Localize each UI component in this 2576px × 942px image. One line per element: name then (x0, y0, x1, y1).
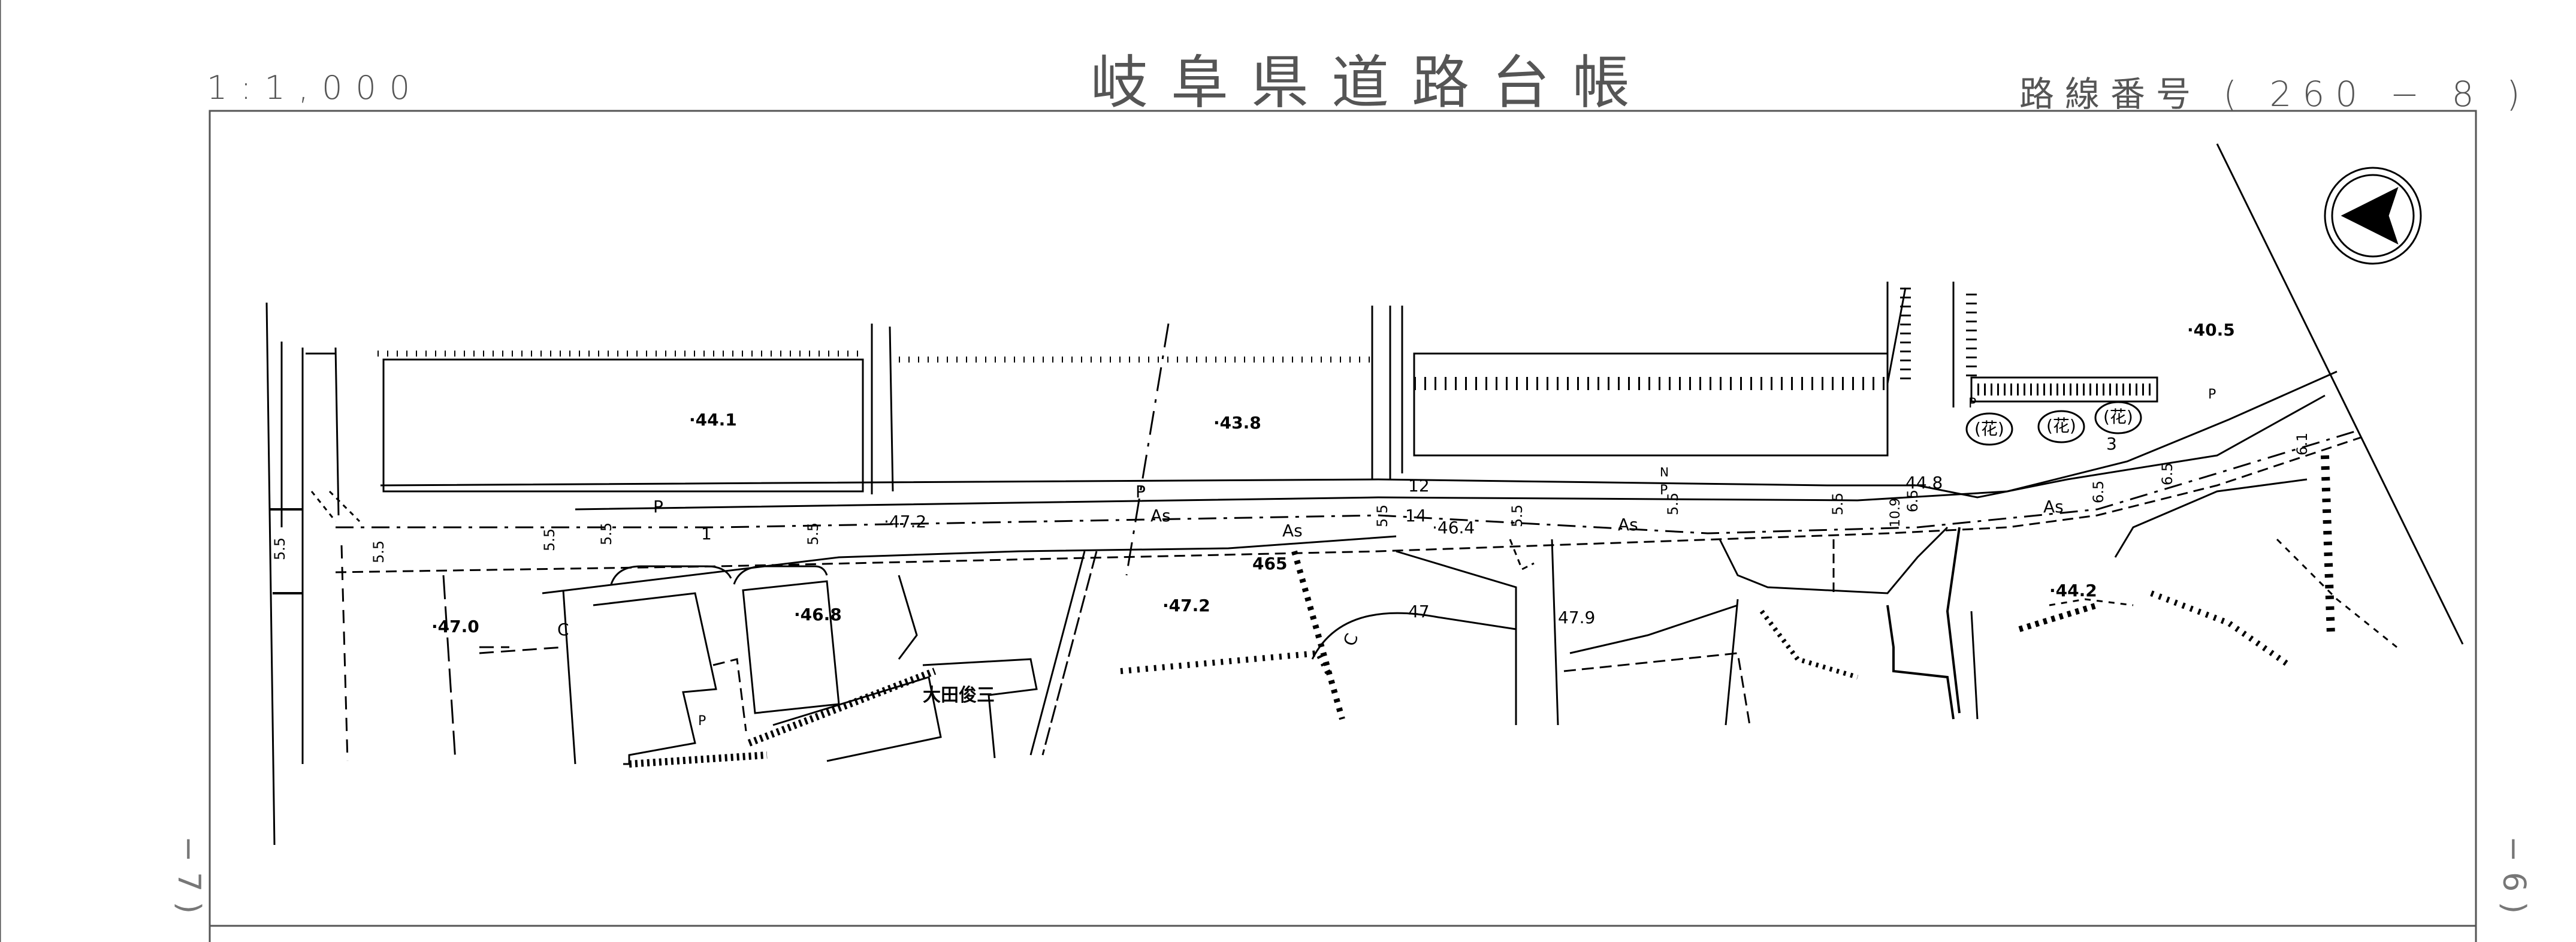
flower-bed-label: (花) (2103, 407, 2133, 427)
flower-bed-label: (花) (2046, 416, 2076, 436)
dimension-label: 6.5 (2090, 481, 2107, 503)
point-label: P (1660, 483, 1668, 498)
elevation-label: 47.9 (1558, 608, 1595, 627)
elevation-label: ·44.1 (689, 410, 737, 430)
elevation-label: ·43.8 (1213, 413, 1261, 433)
sheet-frame (0, 0, 2477, 942)
elevation-label: ·46.8 (794, 605, 842, 624)
elevation-label: 465 (1252, 554, 1287, 573)
elevation-label: 44.8 (1905, 473, 1943, 493)
right-boundary (2114, 143, 2464, 668)
elevation-label: ·40.5 (2187, 320, 2235, 340)
misc-label: C (1340, 631, 1363, 649)
point-label: P (1136, 482, 1146, 502)
elevation-label: ·44.2 (2049, 581, 2097, 600)
dimension-label: 5.5 (370, 541, 387, 563)
dimension-label: 5.5 (598, 523, 615, 545)
elevation-label: ·47.2 (884, 512, 926, 532)
misc-label: 1 (701, 524, 712, 544)
point-label: P (653, 497, 663, 517)
route-number: 路線番号 ( 260 − 8 ) (2019, 74, 2531, 114)
flower-bed-label: (花) (1974, 419, 2004, 439)
dimension-label: 5.5 (541, 529, 558, 551)
map-title: 岐阜県道路台帳 (1091, 49, 1653, 116)
dimension-label: 5.5 (1829, 493, 1846, 515)
dimension-label: 5.5 (1374, 505, 1391, 527)
south-buildings (442, 526, 2134, 768)
surface-label: As (1618, 515, 1638, 535)
misc-label: 14 (1405, 506, 1427, 526)
surface-label: As (1150, 506, 1171, 526)
dimension-label: 5.5 (271, 538, 288, 560)
dimension-label: 5.5 (805, 523, 822, 545)
main-road (335, 370, 2361, 594)
left-vertical-road (265, 302, 361, 846)
misc-label: C (557, 620, 569, 639)
dimension-label: 6.1 (2294, 433, 2311, 455)
flower-beds (1965, 401, 2142, 446)
fields-north (378, 282, 2158, 576)
misc-label: 12 (1408, 476, 1430, 496)
point-label: P (2208, 387, 2216, 402)
elevation-label: ·47.0 (431, 617, 479, 636)
elevation-label: 47 (1408, 602, 1430, 621)
surface-label: As (1282, 521, 1303, 541)
dimension-label: 10.9 (1888, 498, 1903, 527)
elevation-label: ·47.2 (1162, 596, 1210, 615)
building-owner-label: 大田俊三 (923, 685, 995, 706)
dimension-label: 6.5 (1904, 490, 1921, 512)
north-arrow-icon (2324, 167, 2422, 265)
point-label: P (1968, 396, 1976, 411)
point-label: P (698, 714, 706, 729)
map-labels: ·44.1 ·43.8 ·40.5 ·47.2 ·46.4 44.8 ·47.0… (271, 320, 2311, 729)
misc-label: 3 (2106, 434, 2117, 454)
dimension-label: 5.5 (1509, 505, 1526, 527)
surface-label: As (2043, 497, 2064, 517)
dimension-label: 6.5 (2159, 463, 2176, 485)
dimension-label: 5.5 (1665, 493, 1681, 515)
elevation-label: ·46.4 (1432, 518, 1475, 538)
point-label: N (1660, 465, 1669, 479)
map-scale: 1:1,000 (207, 69, 424, 107)
